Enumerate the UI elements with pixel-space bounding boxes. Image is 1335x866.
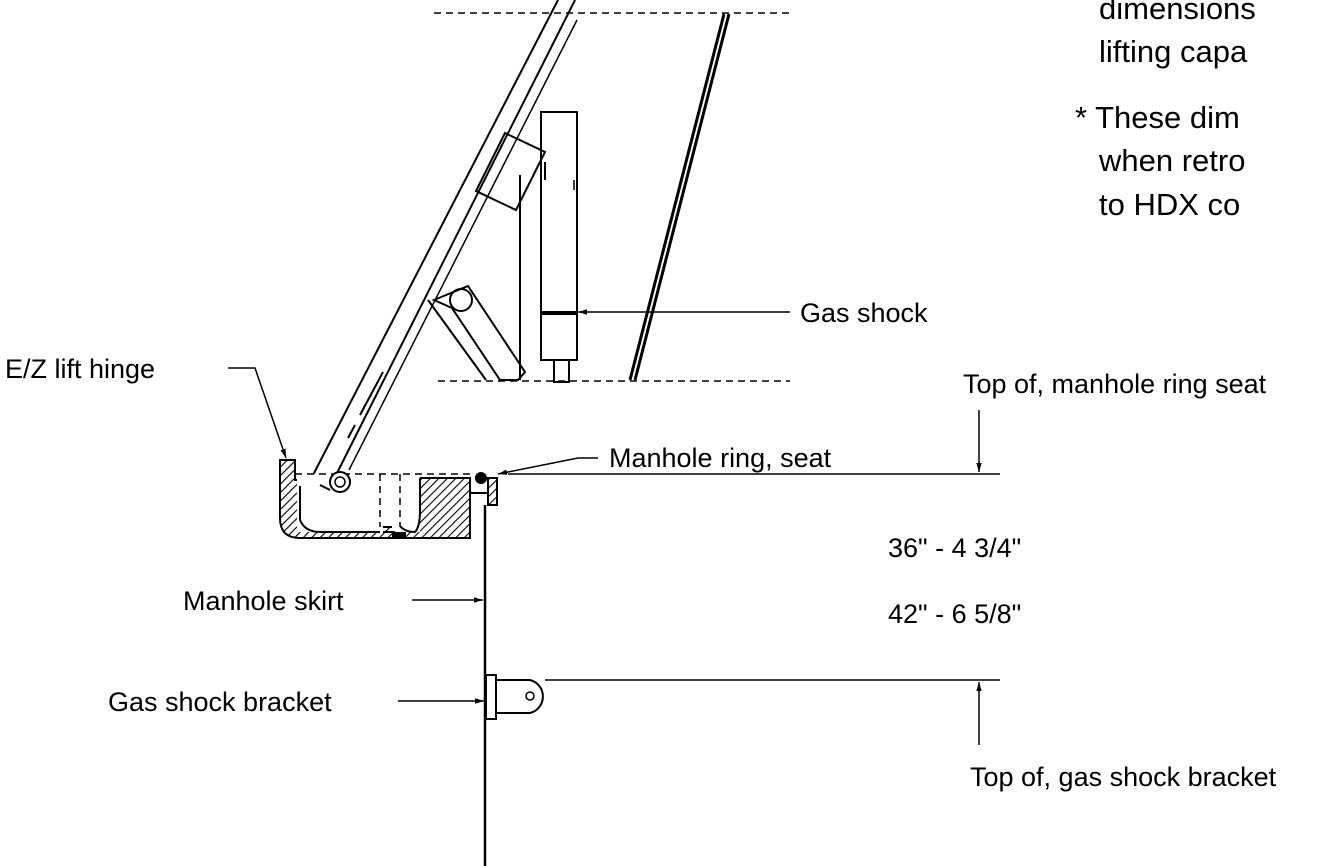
dimension-42-label: 42" - 6 5/8": [888, 599, 1021, 629]
arm-square-block: [474, 131, 547, 212]
note-line-3: * These dim: [1075, 100, 1240, 135]
seat-gasket: [475, 472, 487, 484]
note-line-5: to HDX co: [1099, 187, 1240, 222]
gas-shock-body: [519, 111, 578, 383]
manhole-ring-seat-label: Manhole ring, seat: [609, 443, 832, 473]
ring-inner-cutouts: [295, 473, 470, 538]
note-line-1: dimensions: [1099, 0, 1256, 26]
note-line-4: when retro: [1098, 143, 1245, 178]
shock-link: [427, 284, 527, 381]
top-of-gas-shock-bracket-label: Top of, gas shock bracket: [970, 762, 1277, 792]
ez-lift-hinge-leader: [228, 367, 287, 459]
manhole-skirt-label: Manhole skirt: [183, 586, 344, 616]
dimension-36-label: 36" - 4 3/4": [888, 533, 1021, 563]
manhole-ring-seat-leader: [497, 457, 598, 475]
lid-arm: [311, 0, 578, 488]
hinge-pin: [319, 471, 351, 493]
top-of-manhole-ring-seat-label: Top of, manhole ring seat: [963, 369, 1267, 399]
note-line-2: lifting capa: [1099, 34, 1248, 69]
gas-shock-bracket-label: Gas shock bracket: [108, 687, 332, 717]
lift-cable: [628, 13, 731, 381]
gas-shock-label: Gas shock: [800, 298, 928, 328]
gas-shock-bracket: [485, 674, 544, 720]
ez-lift-hinge-label: E/Z lift hinge: [5, 354, 155, 384]
